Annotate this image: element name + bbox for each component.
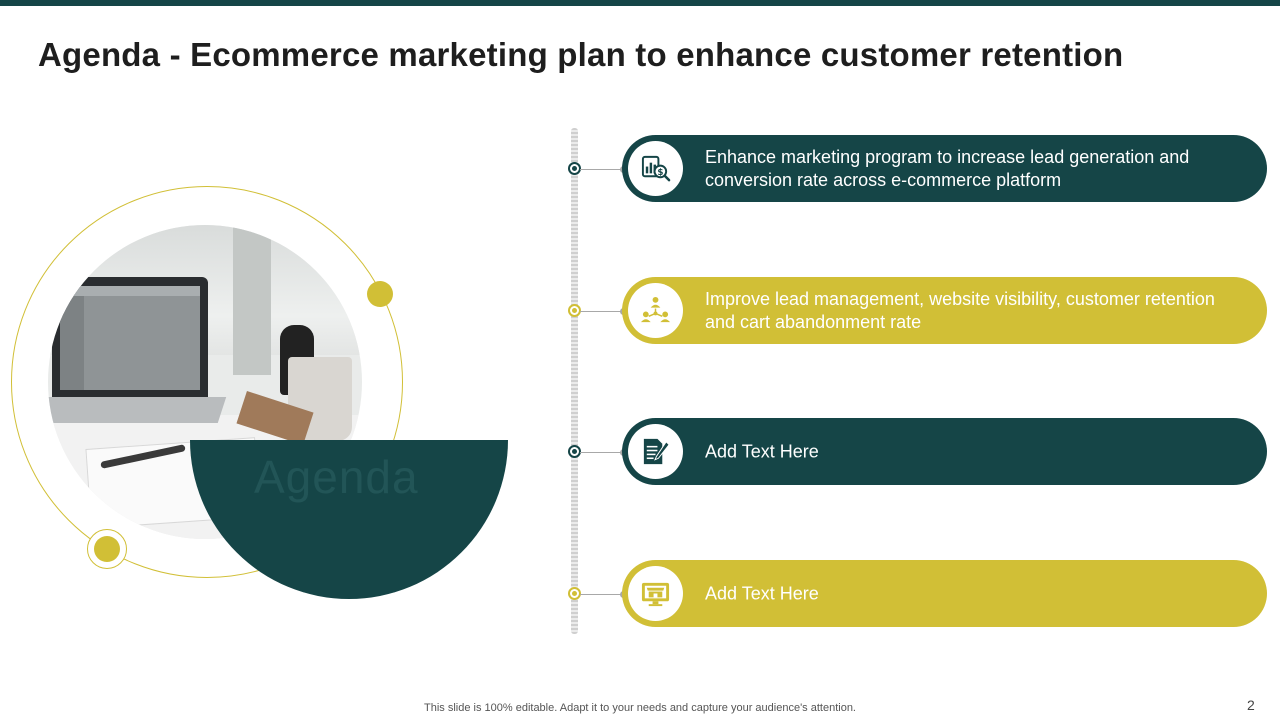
agenda-item-3: Add Text Here [622, 418, 1267, 485]
timeline-node-1 [568, 162, 581, 175]
team-network-icon [628, 283, 683, 338]
timeline-node-3 [568, 445, 581, 458]
timeline-node-4 [568, 587, 581, 600]
agenda-item-2: Improve lead management, website visibil… [622, 277, 1267, 344]
agenda-watermark: Agenda [254, 451, 419, 503]
agenda-half-circle [190, 281, 508, 599]
online-store-icon [628, 566, 683, 621]
decorative-dot-small [94, 536, 120, 562]
timeline-connector-1 [580, 169, 624, 170]
page-number: 2 [1247, 697, 1255, 713]
timeline-line [571, 128, 578, 634]
agenda-item-3-text: Add Text Here [705, 441, 819, 461]
agenda-item-4: Add Text Here [622, 560, 1267, 627]
slide-title: Agenda - Ecommerce marketing plan to enh… [38, 36, 1124, 73]
svg-text:$: $ [657, 168, 663, 178]
agenda-item-1-text: Enhance marketing program to increase le… [705, 146, 1190, 190]
marketing-analytics-icon: $ [628, 141, 683, 196]
agenda-item-1: $ Enhance marketing program to increase … [622, 135, 1267, 202]
decorative-dot-large [367, 281, 393, 307]
timeline-connector-2 [580, 311, 624, 312]
timeline-connector-4 [580, 594, 624, 595]
timeline-node-2 [568, 304, 581, 317]
timeline-connector-3 [580, 452, 624, 453]
top-accent-bar [0, 0, 1280, 6]
document-pen-icon [628, 424, 683, 479]
agenda-item-4-text: Add Text Here [705, 583, 819, 603]
agenda-item-2-text: Improve lead management, website visibil… [705, 288, 1215, 332]
footer-note: This slide is 100% editable. Adapt it to… [424, 702, 856, 714]
